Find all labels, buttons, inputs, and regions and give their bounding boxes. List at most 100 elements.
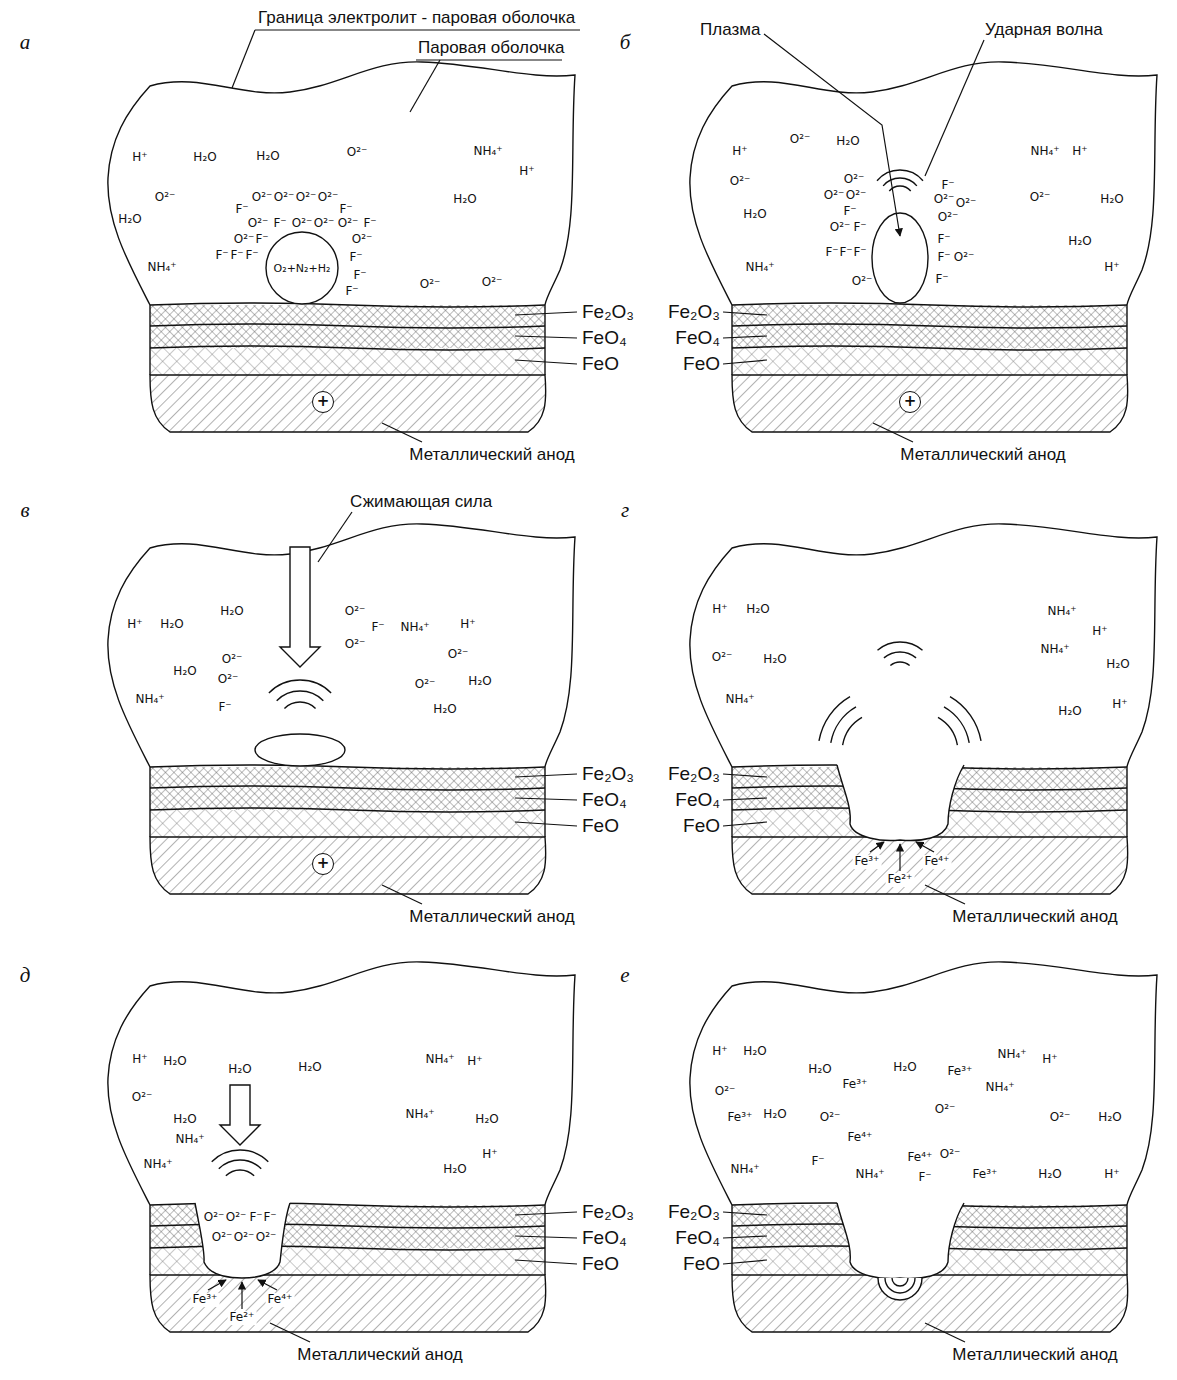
- ion-label: O²⁻: [935, 1103, 956, 1117]
- shock-wave-arc: [831, 707, 856, 743]
- ion-label: O²⁻: [292, 217, 313, 231]
- metal-anode: [732, 837, 1128, 894]
- leader-line: [723, 1260, 767, 1264]
- ion-label: H₂O: [453, 193, 476, 207]
- metal-ion-label: Fe⁴⁺: [266, 1293, 295, 1307]
- shock-wave-arc: [944, 707, 969, 743]
- shock-wave-arc: [226, 1170, 254, 1176]
- ion-label: H₂O: [433, 703, 456, 717]
- ion-label: NH₄⁺: [135, 693, 164, 707]
- callout-label: Плазма: [700, 20, 760, 40]
- ion-label: H₂O: [443, 1163, 466, 1177]
- leader-line: [925, 1323, 965, 1342]
- ion-label: H₂O: [220, 605, 243, 619]
- leader-line: [232, 30, 255, 88]
- ion-label: O²⁻: [830, 221, 851, 235]
- leader-line: [515, 312, 577, 315]
- ion-label: H⁺: [132, 151, 147, 165]
- ion-label: F⁻: [843, 205, 856, 219]
- oxide-layer: [732, 305, 1127, 348]
- ion-label: H₂O: [173, 665, 196, 679]
- crater: [837, 760, 964, 840]
- ion-label: O²⁻: [415, 678, 436, 692]
- ion-label: O²⁻: [212, 1231, 233, 1245]
- leader-line: [515, 360, 577, 364]
- panel: [108, 62, 575, 432]
- ion-label: O²⁻: [352, 233, 373, 247]
- vapor-shell-boundary: [108, 62, 575, 305]
- layer-edge: [150, 305, 545, 375]
- panel-letter: г: [621, 498, 629, 522]
- ion-label: F⁻: [935, 273, 948, 287]
- shock-wave-arc: [819, 697, 850, 741]
- ion-label: O²⁻: [824, 189, 845, 203]
- anode-label: Металлический анод: [409, 445, 574, 465]
- leader-line: [723, 822, 767, 826]
- layer-boundary: [150, 303, 545, 307]
- leader-line: [382, 885, 422, 904]
- shock-wave-arc: [212, 1150, 269, 1162]
- ion-label: H⁺: [1042, 1053, 1057, 1067]
- shock-wave-arc: [884, 652, 916, 658]
- layer-label: FeO₄: [582, 1227, 627, 1249]
- metal-anode: [150, 375, 546, 432]
- metal-anode: [150, 1275, 546, 1332]
- ion-label: NH₄⁺: [725, 693, 754, 707]
- ion-label: O²⁻: [790, 133, 811, 147]
- metal-anode: [732, 1275, 1128, 1332]
- bubble-text: O₂+N₂+H₂: [274, 262, 331, 275]
- panel: [690, 524, 1157, 894]
- layer-edge: [150, 767, 545, 837]
- leader-line: [382, 423, 422, 442]
- layer-label: Fe₂O₃: [668, 301, 720, 323]
- ion-label: O²⁻: [938, 211, 959, 225]
- ion-label: O²⁻: [482, 276, 503, 290]
- panel: [690, 62, 1157, 432]
- melt-pool-arc: [878, 1278, 922, 1300]
- panel-letter: б: [620, 30, 631, 54]
- ion-label: H₂O: [1058, 705, 1081, 719]
- ion-label: F⁻: [839, 246, 852, 260]
- ion-label: F⁻: [937, 233, 950, 247]
- ion-label: Fe³⁺: [728, 1111, 753, 1125]
- layer-boundary: [150, 786, 545, 790]
- anode-label: Металлический анод: [952, 1345, 1117, 1365]
- vapor-shell-boundary: [690, 962, 1157, 1205]
- panel: [690, 962, 1157, 1332]
- ion-label: H⁺: [1104, 261, 1119, 275]
- ion-label: F⁻: [918, 1171, 931, 1185]
- oxide-layer: [150, 810, 545, 837]
- ion-label: H₂O: [118, 213, 141, 227]
- ion-label: H₂O: [1068, 235, 1091, 249]
- melt-pool: [878, 1278, 922, 1300]
- ion-label: O²⁻: [420, 278, 441, 292]
- ion-label: F⁻: [255, 233, 268, 247]
- ion-label: NH₄⁺: [400, 621, 429, 635]
- ion-label: F⁻: [825, 246, 838, 260]
- layer-boundary: [150, 765, 545, 769]
- leader-line: [318, 512, 352, 562]
- layer-label: FeO: [683, 1253, 720, 1275]
- ion-label: H₂O: [763, 1108, 786, 1122]
- ion-label: H⁺: [732, 145, 747, 159]
- compression-arrow: [280, 547, 320, 667]
- ion-label: H⁺: [1112, 698, 1127, 712]
- shock-wave-arc: [878, 642, 923, 650]
- ion-label: F⁻: [353, 269, 366, 283]
- metal-ion-label: Fe³⁺: [191, 1293, 220, 1307]
- ion-label: F⁻: [215, 249, 228, 263]
- vapor-shell-boundary: [108, 962, 575, 1205]
- metal-ion-label: Fe²⁺: [228, 1311, 257, 1325]
- ion-label: O²⁻: [155, 191, 176, 205]
- layer-label: FeO₄: [582, 789, 627, 811]
- ion-label: F⁻: [853, 221, 866, 235]
- oxide-layer: [150, 348, 545, 375]
- panel-letter: е: [620, 963, 629, 987]
- shock-wave-arc: [843, 717, 862, 745]
- ion-label: O²⁻: [218, 673, 239, 687]
- ion-label: O²⁻: [274, 191, 295, 205]
- panel-letter: д: [20, 963, 31, 987]
- shock-wave-arc: [284, 702, 315, 708]
- leader-line: [270, 1323, 310, 1342]
- leader-line: [723, 312, 767, 315]
